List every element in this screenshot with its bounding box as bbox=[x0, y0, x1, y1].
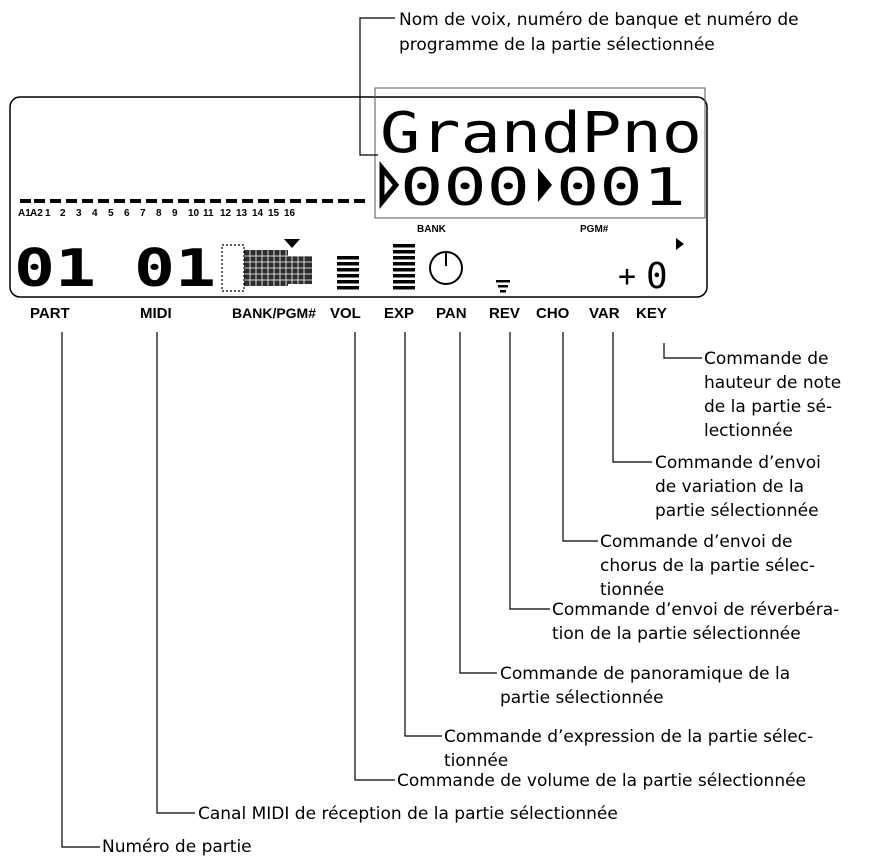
annotation-rev: Commande d’envoi de réverbéra- tion de l… bbox=[552, 600, 845, 644]
annotation-exp: Commande d’expression de la partie sélec… bbox=[444, 727, 819, 771]
label-pan: PAN bbox=[436, 305, 467, 322]
part-tab-label: 15 bbox=[268, 208, 280, 219]
part-tab-label: 8 bbox=[156, 208, 162, 219]
label-midi: MIDI bbox=[140, 305, 172, 322]
annotation-voice: Nom de voix, numéro de banque et numéro … bbox=[399, 10, 804, 55]
pgm-label: PGM# bbox=[580, 224, 609, 235]
bank-number: 000 bbox=[400, 158, 530, 218]
bank-label: BANK bbox=[417, 224, 447, 235]
part-tab-label: 3 bbox=[76, 208, 82, 219]
part-tab-label: 2 bbox=[60, 208, 66, 219]
label-part: PART bbox=[30, 305, 70, 322]
bank-pgm-graphic bbox=[221, 244, 312, 292]
part-tab-label: 12 bbox=[220, 208, 232, 219]
pan-knob-icon bbox=[429, 251, 463, 285]
part-tab-label: 16 bbox=[284, 208, 296, 219]
program-arrow-icon bbox=[538, 168, 552, 202]
scroll-right-icon bbox=[676, 238, 684, 250]
part-tab-label: 9 bbox=[172, 208, 178, 219]
part-tab-label: 6 bbox=[124, 208, 130, 219]
key-value: 0 bbox=[646, 256, 668, 297]
expression-bars bbox=[393, 244, 415, 290]
label-rev: REV bbox=[489, 305, 520, 322]
part-number: 01 bbox=[14, 239, 96, 299]
key-sign: + bbox=[618, 259, 636, 294]
voice-name-box bbox=[374, 87, 706, 219]
part-tab-label: A2 bbox=[30, 208, 43, 219]
part-tab-label: 13 bbox=[236, 208, 248, 219]
annotation-midi: Canal MIDI de réception de la partie sél… bbox=[198, 804, 618, 824]
volume-bars bbox=[337, 256, 359, 290]
part-dashes bbox=[20, 199, 365, 203]
part-tab-label: A1 bbox=[18, 208, 31, 219]
part-tab-label: 4 bbox=[92, 208, 98, 219]
bank-arrow-icon bbox=[379, 161, 400, 209]
lcd-frame bbox=[9, 96, 708, 298]
program-number: 001 bbox=[556, 158, 686, 218]
part-tab-label: 5 bbox=[108, 208, 114, 219]
label-exp: EXP bbox=[384, 305, 414, 322]
annotation-key: Commande de hauteur de note de la partie… bbox=[704, 349, 847, 441]
reverb-bars bbox=[496, 280, 510, 293]
label-vol: VOL bbox=[330, 305, 361, 322]
leader-lines bbox=[61, 17, 702, 848]
annotation-var: Commande d’envoi de variation de la part… bbox=[655, 453, 826, 521]
part-tab-label: 10 bbox=[188, 208, 200, 219]
annotation-cho: Commande d’envoi de chorus de la partie … bbox=[600, 532, 821, 600]
part-tab-label: 14 bbox=[252, 208, 264, 219]
label-var: VAR bbox=[589, 305, 620, 322]
part-tab-label: 1 bbox=[45, 208, 51, 219]
part-tab-label: 7 bbox=[140, 208, 146, 219]
annotation-part: Numéro de partie bbox=[102, 837, 252, 857]
midi-channel: 01 bbox=[134, 239, 216, 299]
annotation-vol: Commande de volume de la partie sélectio… bbox=[397, 771, 806, 791]
voice-name: GrandPno bbox=[380, 101, 702, 166]
label-key: KEY bbox=[636, 305, 667, 322]
label-bank-pgm: BANK/PGM# bbox=[232, 305, 316, 321]
annotation-pan: Commande de panoramique de la partie sél… bbox=[500, 664, 796, 708]
part-marker-icon bbox=[284, 239, 300, 248]
label-cho: CHO bbox=[536, 305, 570, 322]
part-tab-label: 11 bbox=[203, 208, 214, 219]
